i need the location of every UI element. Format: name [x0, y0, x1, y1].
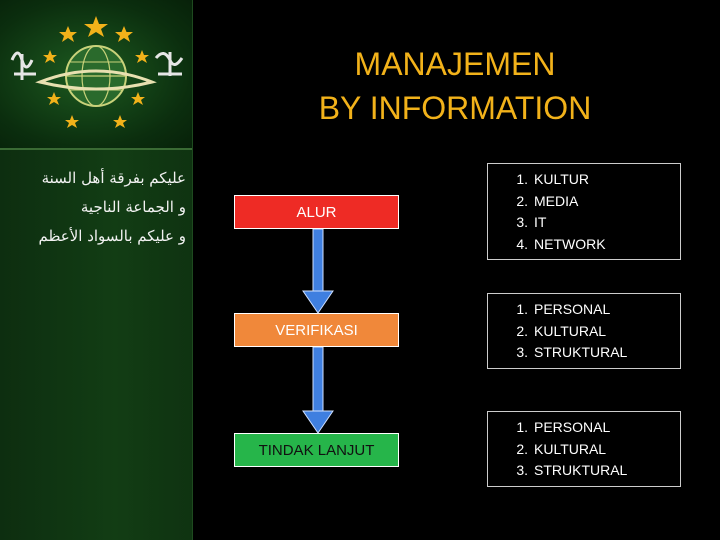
list-item-number: 3.: [516, 214, 528, 230]
list-item-number: 1.: [516, 171, 528, 187]
list-item: 3. IT: [488, 212, 680, 234]
list-verifikasi: 1. PERSONAL 2. KULTURAL 3. STRUKTURAL: [487, 293, 681, 369]
list-item: 1. PERSONAL: [488, 299, 680, 321]
list-item-number: 1.: [516, 301, 528, 317]
list-item-number: 2.: [516, 440, 528, 457]
list-item-number: 3.: [516, 462, 528, 478]
list-item-number: 2.: [516, 322, 528, 339]
list-item: 3. STRUKTURAL: [488, 460, 680, 482]
title-line-1: MANAJEMEN: [354, 46, 556, 82]
step-label: TINDAK LANJUT: [258, 441, 375, 459]
arabic-quote: عليكم بفرقة أهل السنة و الجماعة الناجية …: [6, 164, 186, 251]
list-item-label: KULTURAL: [534, 440, 607, 457]
list-item-label: PERSONAL: [534, 419, 611, 435]
list-item-label: MEDIA: [534, 192, 579, 209]
list-item-label: NETWORK: [534, 235, 606, 252]
list-item-label: KULTURAL: [534, 322, 607, 339]
list-item-label: STRUKTURAL: [534, 462, 628, 478]
arabic-line: و عليكم بالسواد الأعظم: [38, 227, 186, 245]
page-title: MANAJEMEN BY INFORMATION: [300, 42, 610, 130]
list-item-label: KULTUR: [534, 171, 589, 187]
list-item-label: PERSONAL: [534, 301, 611, 317]
list-item: 2. MEDIA: [488, 191, 680, 213]
nu-globe-logo-icon: [10, 16, 184, 128]
list-item: 1. PERSONAL: [488, 417, 680, 439]
arabic-line: عليكم بفرقة أهل السنة: [41, 169, 186, 187]
list-item-number: 1.: [516, 419, 528, 435]
step-verifikasi-box: VERIFIKASI: [234, 313, 399, 347]
left-sidebar: عليكم بفرقة أهل السنة و الجماعة الناجية …: [0, 0, 193, 540]
list-item: 4. NETWORK: [488, 234, 680, 256]
list-item-label: IT: [534, 214, 547, 230]
list-item: 2. KULTURAL: [488, 321, 680, 343]
down-arrow-icon: [302, 347, 334, 434]
list-item-number: 3.: [516, 344, 528, 360]
list-item: 1. KULTUR: [488, 169, 680, 191]
step-label: ALUR: [296, 203, 337, 221]
arabic-line: و الجماعة الناجية: [80, 198, 186, 216]
down-arrow-icon: [302, 229, 334, 314]
step-label: VERIFIKASI: [275, 321, 358, 339]
list-item-number: 4.: [516, 235, 528, 252]
list-item: 2. KULTURAL: [488, 439, 680, 461]
list-item-number: 2.: [516, 192, 528, 209]
list-alur: 1. KULTUR 2. MEDIA 3. IT 4. NETWORK: [487, 163, 681, 260]
step-alur-box: ALUR: [234, 195, 399, 229]
step-tindak-lanjut-box: TINDAK LANJUT: [234, 433, 399, 467]
list-item-label: STRUKTURAL: [534, 344, 628, 360]
nu-logo: [0, 0, 192, 150]
list-item: 3. STRUKTURAL: [488, 342, 680, 364]
list-tindak-lanjut: 1. PERSONAL 2. KULTURAL 3. STRUKTURAL: [487, 411, 681, 487]
title-line-2: BY INFORMATION: [318, 90, 592, 126]
